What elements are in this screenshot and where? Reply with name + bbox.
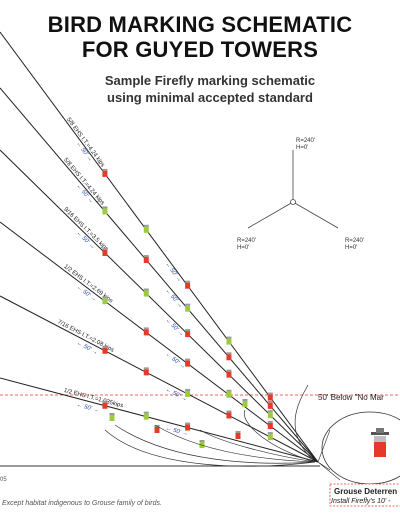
title-line-2: FOR GUYED TOWERS bbox=[81, 37, 319, 62]
guy-label: 5/8 EHS I.T.=4.24 kips bbox=[65, 117, 105, 168]
firefly-marker bbox=[143, 288, 149, 297]
markers bbox=[102, 168, 273, 448]
firefly-marker bbox=[267, 400, 273, 409]
firefly-marker bbox=[185, 358, 191, 367]
spacing-label: ← 50' → bbox=[165, 426, 189, 438]
firefly-marker bbox=[226, 369, 232, 378]
plan-view-guy-right bbox=[292, 201, 339, 229]
firefly-marker bbox=[242, 399, 248, 407]
guy-wire bbox=[0, 295, 319, 463]
firefly-marker bbox=[226, 352, 232, 361]
firefly-device-icon bbox=[371, 428, 389, 457]
firefly-marker bbox=[267, 392, 273, 401]
firefly-marker bbox=[102, 345, 108, 354]
arc bbox=[294, 384, 316, 463]
firefly-marker bbox=[267, 410, 273, 419]
below-label: 50' Below "No Mar bbox=[318, 393, 384, 402]
firefly-marker bbox=[143, 367, 149, 376]
plan-top-r: R=240' bbox=[296, 138, 315, 144]
spacing-label: ← 50' → bbox=[164, 261, 183, 283]
plan-view-guy-left bbox=[247, 201, 294, 229]
firefly-marker bbox=[109, 413, 115, 421]
firefly-marker bbox=[102, 400, 108, 409]
guy-wire bbox=[0, 87, 319, 463]
firefly-marker bbox=[102, 296, 108, 305]
guy-label: 9/16 EHS I.T.=3.5 kips bbox=[62, 207, 109, 253]
firefly-marker bbox=[226, 336, 232, 345]
grouse-box bbox=[329, 483, 400, 507]
firefly-marker bbox=[143, 255, 149, 264]
firefly-marker bbox=[143, 327, 149, 336]
plan-left-r: R=240' bbox=[237, 238, 256, 244]
firefly-marker bbox=[235, 431, 241, 439]
firefly-marker bbox=[267, 421, 273, 429]
arc bbox=[243, 409, 316, 463]
version-label: 05 bbox=[0, 477, 7, 483]
plan-right-h: H=0' bbox=[345, 245, 357, 251]
guy-wires bbox=[0, 31, 319, 463]
subtitle-line-2: using minimal accepted standard bbox=[107, 90, 313, 105]
firefly-marker bbox=[267, 432, 273, 441]
subtitle-line-1: Sample Firefly marking schematic bbox=[104, 73, 316, 88]
firefly-marker bbox=[143, 411, 149, 420]
guy-wire bbox=[0, 377, 319, 463]
guy-wire bbox=[0, 221, 319, 463]
footnote: Except habitat indigenous to Grouse fami… bbox=[2, 500, 162, 507]
arc bbox=[154, 424, 316, 463]
arc bbox=[199, 429, 316, 463]
tower-base bbox=[290, 199, 296, 205]
firefly-marker bbox=[185, 422, 191, 431]
firefly-marker bbox=[102, 206, 108, 215]
firefly-marker bbox=[185, 388, 191, 397]
title: BIRD MARKING SCHEMATIC FOR GUYED TOWERS bbox=[0, 12, 400, 62]
guy-wire bbox=[0, 31, 319, 463]
title-line-1: BIRD MARKING SCHEMATIC bbox=[47, 12, 353, 37]
grouse-line-2: Install Firefly's 10' - bbox=[331, 498, 391, 505]
plan-right-r: R=240' bbox=[345, 238, 364, 244]
guy-wire bbox=[0, 149, 319, 463]
spacing-label: ← 50' → bbox=[164, 288, 184, 310]
plan-top-h: H=0' bbox=[296, 145, 308, 151]
anchor-lines bbox=[317, 429, 341, 481]
firefly-marker bbox=[102, 168, 108, 177]
firefly-marker bbox=[185, 280, 191, 289]
approach-arcs bbox=[104, 384, 316, 467]
firefly-marker bbox=[102, 247, 108, 256]
spacing-label: ← 50' → bbox=[76, 402, 100, 414]
arc bbox=[104, 429, 316, 467]
firefly-marker bbox=[226, 389, 232, 398]
plan-left-h: H=0' bbox=[237, 245, 249, 251]
firefly-marker bbox=[143, 224, 149, 233]
anchor-oval bbox=[321, 411, 400, 485]
subtitle: Sample Firefly marking schematic using m… bbox=[0, 72, 400, 106]
arc bbox=[114, 424, 316, 464]
grouse-line-1: Grouse Deterren bbox=[334, 487, 397, 496]
plan-view: R=240' H=0' R=240' H=0' R=240' H=0' bbox=[237, 138, 364, 251]
firefly-marker bbox=[226, 410, 232, 419]
firefly-marker bbox=[199, 440, 205, 448]
firefly-marker bbox=[185, 303, 191, 312]
firefly-marker bbox=[185, 329, 191, 338]
